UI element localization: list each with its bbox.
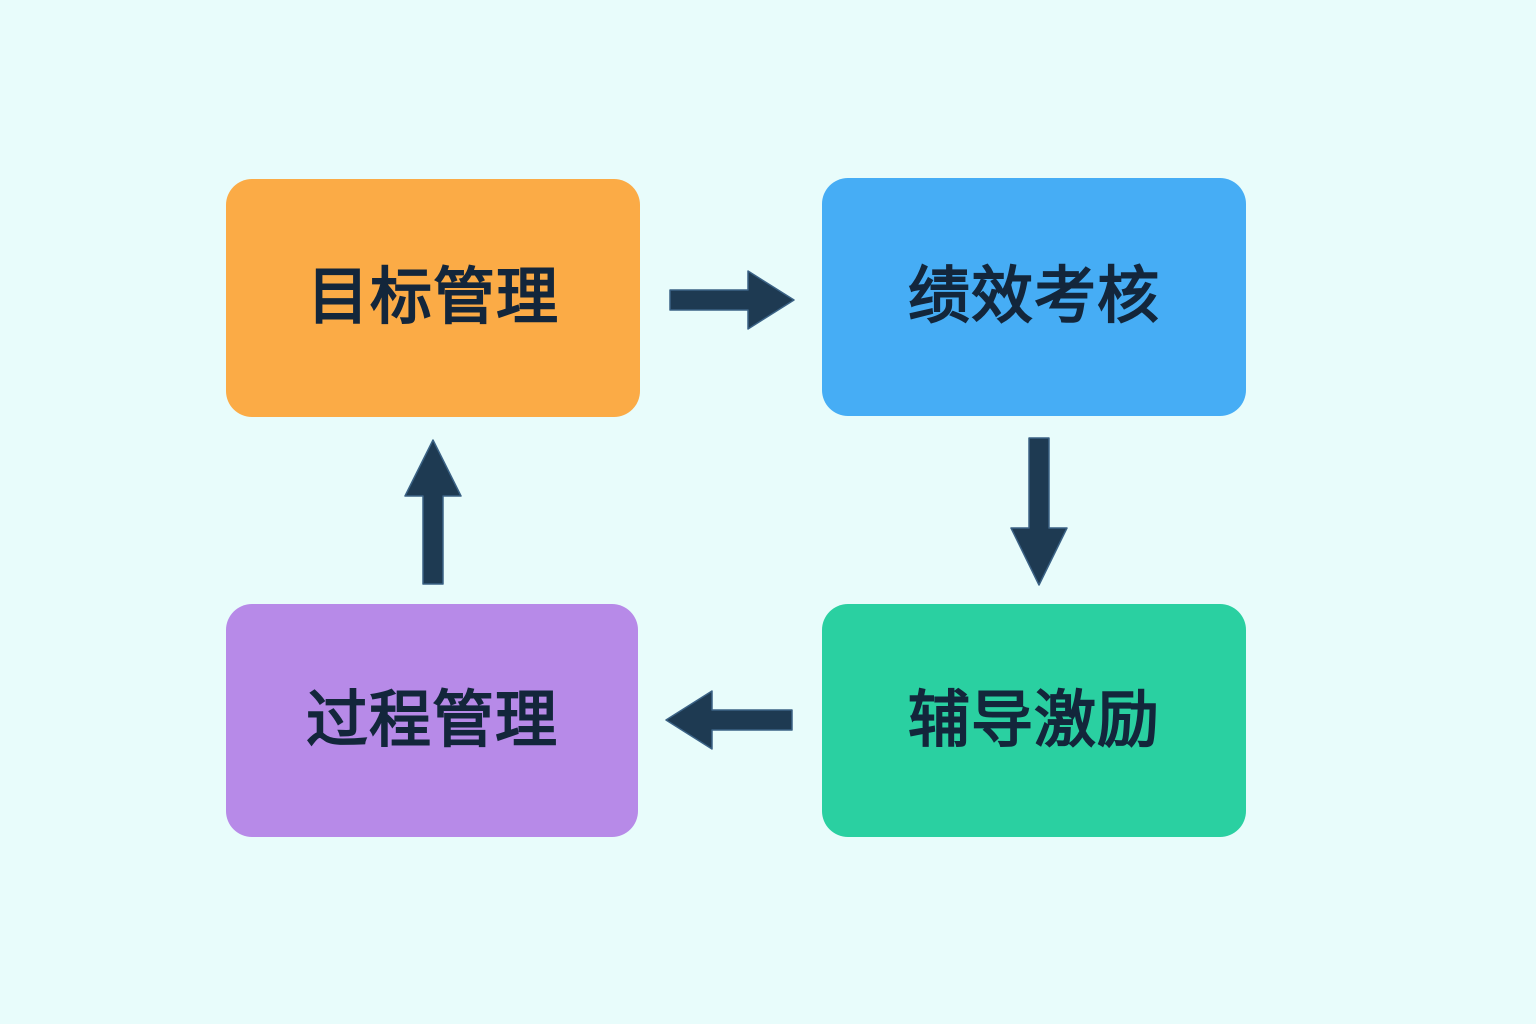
- arrow-down-icon: [1008, 437, 1070, 588]
- node-coaching-incentive-label: 辅导激励: [907, 685, 1160, 755]
- node-performance-appraisal[interactable]: 绩效考核: [822, 178, 1246, 416]
- arrow-left-icon: [664, 688, 794, 752]
- node-goal-management-label: 目标管理: [306, 263, 559, 332]
- node-process-management[interactable]: 过程管理: [226, 604, 638, 837]
- node-coaching-incentive[interactable]: 辅导激励: [822, 604, 1246, 837]
- arrow-right-icon: [669, 268, 796, 332]
- node-performance-appraisal-label: 绩效考核: [907, 262, 1160, 331]
- node-goal-management[interactable]: 目标管理: [226, 179, 640, 417]
- arrow-up-icon: [402, 438, 464, 586]
- node-process-management-label: 过程管理: [305, 685, 558, 755]
